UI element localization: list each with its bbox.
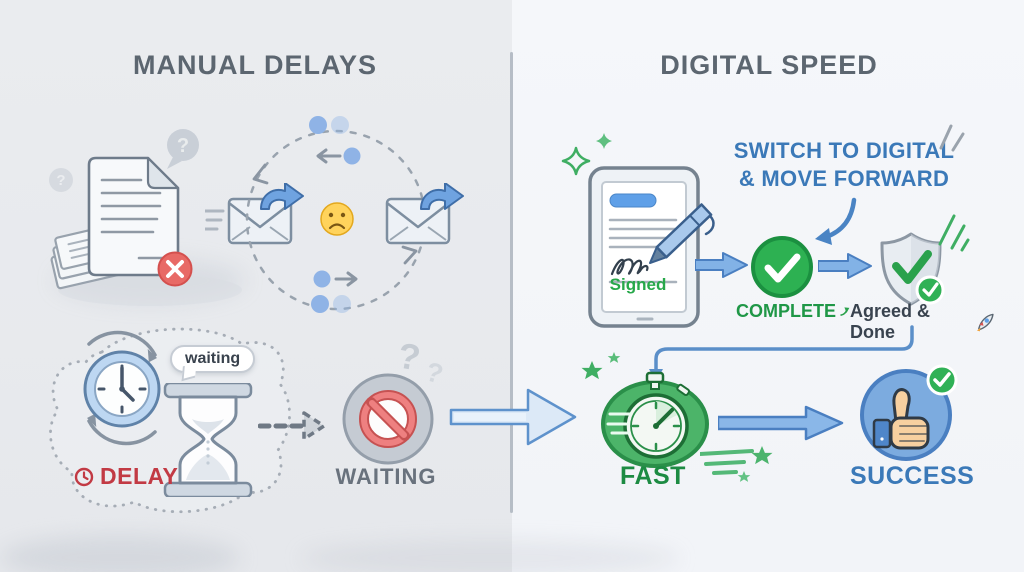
digital-title: DIGITAL SPEED <box>660 50 878 80</box>
speed-lines-icon <box>700 446 773 482</box>
rocket-icon <box>977 313 994 332</box>
forward-email-icon <box>205 183 304 245</box>
callout-line1: SWITCH TO DIGITAL <box>733 138 955 163</box>
loop-arrowhead <box>401 245 418 265</box>
complete-label-row: COMPLETE <box>736 301 851 322</box>
dashed-arrow-icon <box>258 411 326 441</box>
share-arrow-icon <box>420 183 464 210</box>
document-icon <box>87 156 180 277</box>
stopwatch-icon <box>601 371 709 468</box>
shadow-blob <box>0 535 240 572</box>
step-dot <box>309 116 327 134</box>
switch-callout: SWITCH TO DIGITAL & MOVE FORWARD <box>718 137 970 193</box>
transition-arrow-icon <box>449 388 577 446</box>
complete-label: COMPLETE <box>736 301 837 321</box>
agreed-label: Agreed & Done <box>850 301 931 342</box>
agreed-label-row: Agreed & Done <box>850 301 995 343</box>
share-arrow-icon <box>260 183 304 210</box>
sparkle-icon <box>561 133 612 176</box>
rejected-paperwork-illustration: ? ? <box>49 129 242 306</box>
delay-clock-icon <box>74 467 94 486</box>
loop-arrowhead <box>252 163 269 185</box>
tablet-icon <box>588 166 700 328</box>
sad-face-icon <box>320 202 354 236</box>
pen-icon <box>649 203 715 264</box>
success-label: SUCCESS <box>850 462 975 490</box>
error-x-icon <box>157 251 193 287</box>
star-icon <box>581 352 621 380</box>
emphasis-slashes-icon <box>939 124 965 152</box>
complete-check-icon <box>751 236 813 298</box>
svg-text:?: ? <box>56 172 65 189</box>
callout-line2: & MOVE FORWARD <box>738 166 950 191</box>
step-dot <box>331 116 349 134</box>
step-dot <box>311 295 329 313</box>
fast-label: FAST <box>620 462 686 490</box>
thumbs-up-icon <box>860 364 958 461</box>
verified-badge-icon <box>926 364 958 396</box>
hourglass-icon <box>163 383 253 497</box>
svg-text:?: ? <box>177 135 189 157</box>
question-bubble-icon: ? <box>167 129 199 169</box>
signature-scribble <box>610 258 649 276</box>
waiting-label: WAITING <box>335 464 437 489</box>
flow-arrow-icon <box>695 252 748 278</box>
manual-title: MANUAL DELAYS <box>132 50 378 80</box>
delay-label: DELAY <box>100 463 179 489</box>
delay-label-row: DELAY <box>74 463 178 490</box>
flow-arrow-icon <box>818 253 872 279</box>
clock-icon <box>83 330 161 446</box>
question-bubble-icon: ? <box>49 168 73 192</box>
curved-pointer-arrow-icon <box>815 197 857 245</box>
transfer-right-icon <box>313 270 358 288</box>
shadow-blob <box>300 540 680 572</box>
step-dot <box>333 295 351 313</box>
upward-swoosh-icon <box>840 307 850 316</box>
shield-check-icon <box>880 232 945 306</box>
transfer-left-icon <box>316 147 361 165</box>
verified-badge-icon <box>915 275 945 305</box>
waiting-bubble-text: waiting <box>185 350 241 367</box>
no-entry-icon <box>342 373 434 465</box>
tablet-signing-illustration <box>588 166 715 328</box>
waiting-speech-bubble: waiting <box>170 345 256 373</box>
success-slashes-icon <box>938 214 970 252</box>
forward-email-icon <box>385 183 464 245</box>
flow-arrow-icon <box>718 405 844 441</box>
signed-label: Signed <box>609 275 667 294</box>
panel-divider <box>510 52 513 513</box>
